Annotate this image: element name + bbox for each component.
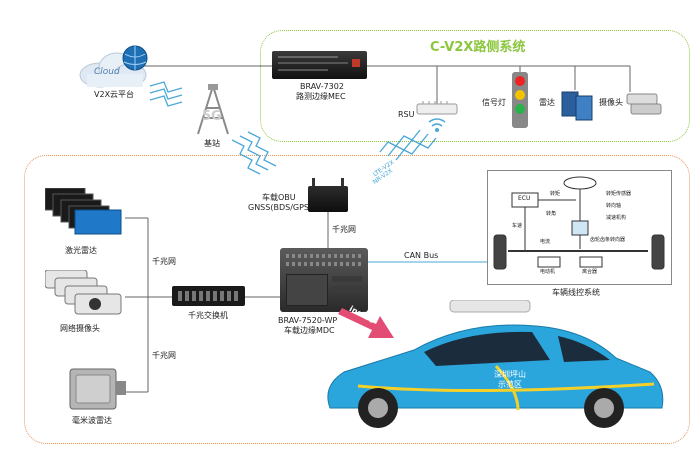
steer-label-5: 转角 — [546, 211, 557, 217]
roadside-title: C-V2X路侧系统 — [430, 40, 526, 55]
cloud-basestation-waves — [149, 81, 183, 107]
mmwave-label: 毫米波雷达 — [72, 416, 112, 425]
net-camera-label: 网络摄像头 — [60, 324, 100, 333]
lidar-label: 激光雷达 — [65, 246, 97, 255]
obu-line2: GNSS(BDS/GPS) — [248, 203, 313, 212]
rsu-icon — [416, 101, 458, 132]
mmwave-radar-icon — [69, 368, 126, 410]
steer-label-1: 转向轴 — [606, 203, 622, 209]
lidar-icon — [45, 188, 122, 235]
radar-icon — [561, 91, 593, 121]
mdc-name: 车载边缘MDC — [284, 326, 335, 335]
base-station-icon — [197, 84, 229, 135]
mdc-device — [280, 248, 368, 312]
car-text-line2: 示范区 — [498, 380, 522, 389]
steer-label-2: 减速机构 — [606, 215, 627, 221]
mec-device — [272, 51, 367, 79]
cloud-icon — [79, 45, 148, 88]
steer-label-7: 电流 — [540, 239, 551, 245]
obu-line1: 车载OBU — [262, 193, 296, 202]
roadside-zone — [260, 30, 690, 142]
cloud-label: V2X云平台 — [94, 90, 135, 99]
base-station-5g-text: 5G — [202, 109, 222, 124]
lidar-gigabit-label: 千兆网 — [152, 257, 176, 266]
obu-mdc-gigabit-label: 千兆网 — [332, 225, 356, 234]
car-text-line1: 深圳坪山 — [494, 370, 526, 379]
switch-device — [172, 286, 245, 306]
cloud-icon-text: Cloud — [94, 67, 120, 77]
mmwave-gigabit-label: 千兆网 — [152, 351, 176, 360]
obu-device — [308, 178, 348, 212]
steer-label-9: 离合器 — [582, 269, 598, 275]
switch-label: 千兆交换机 — [188, 311, 228, 320]
rsu-obu-waves — [379, 129, 437, 161]
mec-name: 路测边缘MEC — [296, 92, 346, 101]
steer-label-3: 齿轮齿条转向器 — [590, 237, 626, 243]
vehicle-zone — [24, 155, 690, 444]
steering-wheel-icon — [563, 176, 597, 190]
steer-label-8: 电动机 — [540, 269, 556, 275]
left-wheel-icon — [493, 234, 507, 270]
steer-ecu-label: ECU — [518, 195, 531, 202]
basestation-obu-waves — [231, 131, 277, 175]
can-bus-label: CAN Bus — [404, 251, 439, 260]
vehicle-car-image — [327, 300, 664, 428]
inside-arrow-icon — [338, 308, 394, 338]
rsu-label: RSU — [398, 110, 415, 119]
mdc-model: BRAV-7520-WP — [278, 316, 338, 325]
steer-label-4: 转矩 — [550, 191, 561, 197]
mec-model: BRAV-7302 — [300, 82, 344, 91]
traffic-light-icon — [512, 72, 528, 128]
base-station-label: 基站 — [204, 139, 220, 148]
camera-label: 摄像头 — [599, 98, 623, 107]
steer-title: 车辆线控系统 — [552, 288, 600, 297]
steer-by-wire-box: ECU 转矩传感器 转向轴 减速机构 齿轮齿条转向器 转矩 转角 车速 电流 电… — [487, 170, 672, 285]
camera-icon — [626, 93, 662, 115]
steer-label-0: 转矩传感器 — [606, 191, 632, 197]
radar-label: 雷达 — [539, 98, 555, 107]
steer-by-wire-schematic — [493, 176, 665, 270]
net-camera-icon — [45, 270, 122, 315]
traffic-light-label: 信号灯 — [482, 98, 506, 107]
right-wheel-icon — [651, 234, 665, 270]
steer-label-6: 车速 — [512, 223, 523, 229]
